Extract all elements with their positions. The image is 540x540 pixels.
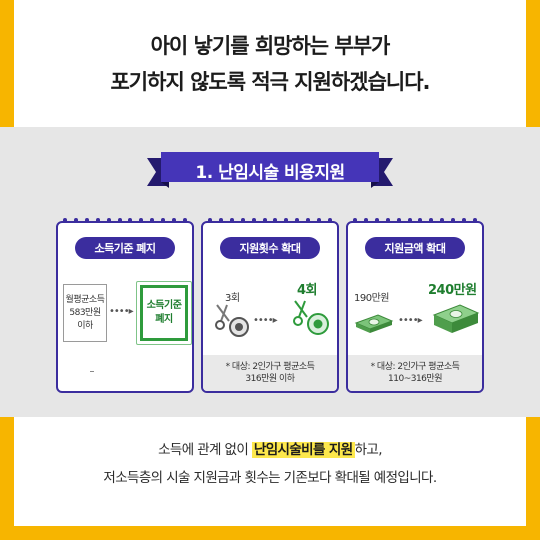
ribbon-shape [147, 152, 393, 188]
card-2-note: * 대상: 2인가구 평균소득 316만원 이하 [203, 355, 337, 391]
frame-bottom-bar [0, 526, 540, 540]
card-1-after-line-1: 소득기준 [146, 300, 182, 311]
scissors-icon [215, 304, 249, 337]
bottom-line-1-post: 하고, [354, 442, 383, 458]
card-3-pill: 지원금액 확대 [365, 237, 465, 259]
card-3-before-label: 190만원 [354, 293, 390, 304]
bottom-highlight: 난임시술비를 지원 [251, 442, 355, 458]
headline: 아이 낳기를 희망하는 부부가 포기하지 않도록 적극 지원하겠습니다. [14, 0, 526, 127]
card-2-after-label: 4회 [297, 283, 318, 298]
money-stack-icon [354, 314, 394, 333]
card-1-before-line-3: 이하 [77, 320, 93, 331]
scissors-icon [293, 300, 329, 335]
card-income-criteria: 소득기준 폐지 월평균소득 583만원 이하 ••••▸ 소득기준 폐지 [56, 221, 194, 393]
card-2-pill: 지원횟수 확대 [220, 237, 320, 259]
card-3-note: * 대상: 2인가구 평균소득 110~316만원 [348, 355, 482, 391]
card-1-before-line-2: 583만원 [69, 307, 101, 318]
card-support-count: 지원횟수 확대 3회 ••••▸ 4회 * 대상: 2인가구 평균소득 316만… [201, 221, 339, 393]
card-2-note-line-2: 316만원 이하 [245, 374, 295, 384]
card-1-pill: 소득기준 폐지 [75, 237, 175, 259]
card-support-amount: 지원금액 확대 190만원 ••••▸ 240만원 * 대상: 2인가구 평균소… [346, 221, 484, 393]
banner-title: 1. 난임시술 비용지원 [195, 162, 345, 183]
card-2-before-label: 3회 [225, 293, 240, 304]
card-2-arrow-icon: ••••▸ [253, 315, 278, 326]
bottom-line-1-pre: 소득에 관계 없이 [158, 442, 252, 458]
card-3-after-label: 240만원 [428, 283, 477, 298]
card-1-after-box: 소득기준 폐지 [140, 285, 188, 341]
card-1-arrow-icon: ••••▸ [109, 306, 134, 317]
headline-line-1: 아이 낳기를 희망하는 부부가 [150, 33, 391, 58]
card-1-after-line-2: 폐지 [155, 314, 173, 325]
card-1-before-line-1: 월평균소득 [65, 294, 105, 305]
headline-line-2: 포기하지 않도록 적극 지원하겠습니다. [110, 69, 430, 94]
card-3-note-line-1: * 대상: 2인가구 평균소득 [370, 362, 460, 372]
money-stack-icon [432, 304, 480, 333]
bottom-line-2: 저소득층의 시술 지원금과 횟수는 기존보다 확대될 예정입니다. [103, 470, 437, 486]
card-3-arrow-icon: ••••▸ [398, 315, 423, 326]
card-1-dash [90, 371, 94, 372]
section-banner: 1. 난임시술 비용지원 [147, 150, 393, 190]
card-1-before-box: 월평균소득 583만원 이하 [63, 284, 107, 342]
card-3-note-line-2: 110~316만원 [388, 374, 442, 384]
card-2-note-line-1: * 대상: 2인가구 평균소득 [225, 362, 315, 372]
card-1-after-outline [136, 281, 192, 345]
